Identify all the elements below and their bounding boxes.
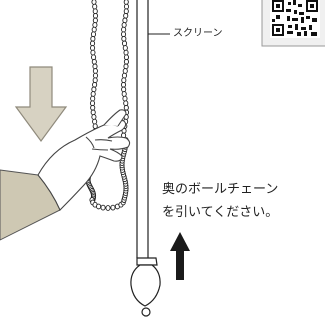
chain-bead (91, 114, 97, 120)
chain-bead (122, 17, 128, 24)
chain-bead (121, 72, 128, 79)
chain-bead (122, 68, 128, 74)
chain-bead (123, 0, 129, 5)
chain-bead (89, 100, 96, 107)
chain-bead (91, 86, 97, 93)
chain-bead (90, 104, 96, 111)
screen-label: スクリーン (173, 28, 223, 39)
chain-bead (92, 22, 98, 28)
chain-bead (121, 91, 127, 97)
chain-bead (92, 68, 98, 74)
chain-bead (92, 17, 98, 24)
chain-bead (90, 49, 96, 56)
chain-bead (92, 77, 98, 84)
chain-bead (90, 45, 96, 51)
chain-bead (92, 8, 98, 15)
chain-bead (90, 31, 97, 38)
chain-bead (120, 31, 127, 38)
chain-bead (90, 109, 96, 116)
chain-bead (121, 86, 127, 93)
chain-bead (90, 35, 96, 42)
chain-bead (120, 81, 127, 88)
chain-bead (123, 58, 129, 65)
chain-bead (91, 26, 97, 33)
chain-bead (90, 91, 96, 97)
chain-bead (123, 8, 129, 15)
chain-bead (122, 95, 128, 102)
chain-bead (121, 77, 127, 84)
chain-bead (91, 54, 97, 61)
qr-code-icon (261, 0, 325, 47)
chain-bead (121, 22, 127, 28)
instruction-text-line2: を引いてください。 (162, 205, 279, 220)
chain-bead (92, 72, 99, 79)
chain-bead (100, 204, 106, 211)
chain-bead (123, 12, 129, 19)
chain-bead (91, 58, 97, 65)
chain-bead (123, 104, 129, 111)
arrow-down-icon (14, 66, 68, 143)
chain-bead (91, 0, 97, 5)
chain-bead (121, 35, 127, 42)
chain-bead (90, 95, 96, 102)
chain-bead (121, 40, 128, 47)
chain-bead (96, 203, 102, 210)
chain-bead (105, 205, 111, 211)
chain-bead (121, 26, 127, 33)
arrow-up-icon (170, 232, 190, 280)
chain-bead (110, 204, 116, 211)
chain-bead (122, 45, 128, 51)
chain-bead (92, 3, 98, 10)
chain-bead (92, 12, 99, 19)
screen-panel (130, 0, 161, 317)
chain-bead (92, 81, 98, 88)
chain-bead (123, 49, 129, 56)
chain-bead (89, 40, 96, 47)
chain-bead (123, 63, 129, 70)
chain-bead (123, 3, 130, 10)
instruction-text-line1: 奥のボールチェーン (162, 182, 279, 197)
thumb (103, 109, 127, 127)
chain-bead (92, 118, 98, 125)
chain-bead (123, 100, 129, 107)
chain-bead (92, 63, 98, 70)
chain-bead (123, 54, 130, 61)
